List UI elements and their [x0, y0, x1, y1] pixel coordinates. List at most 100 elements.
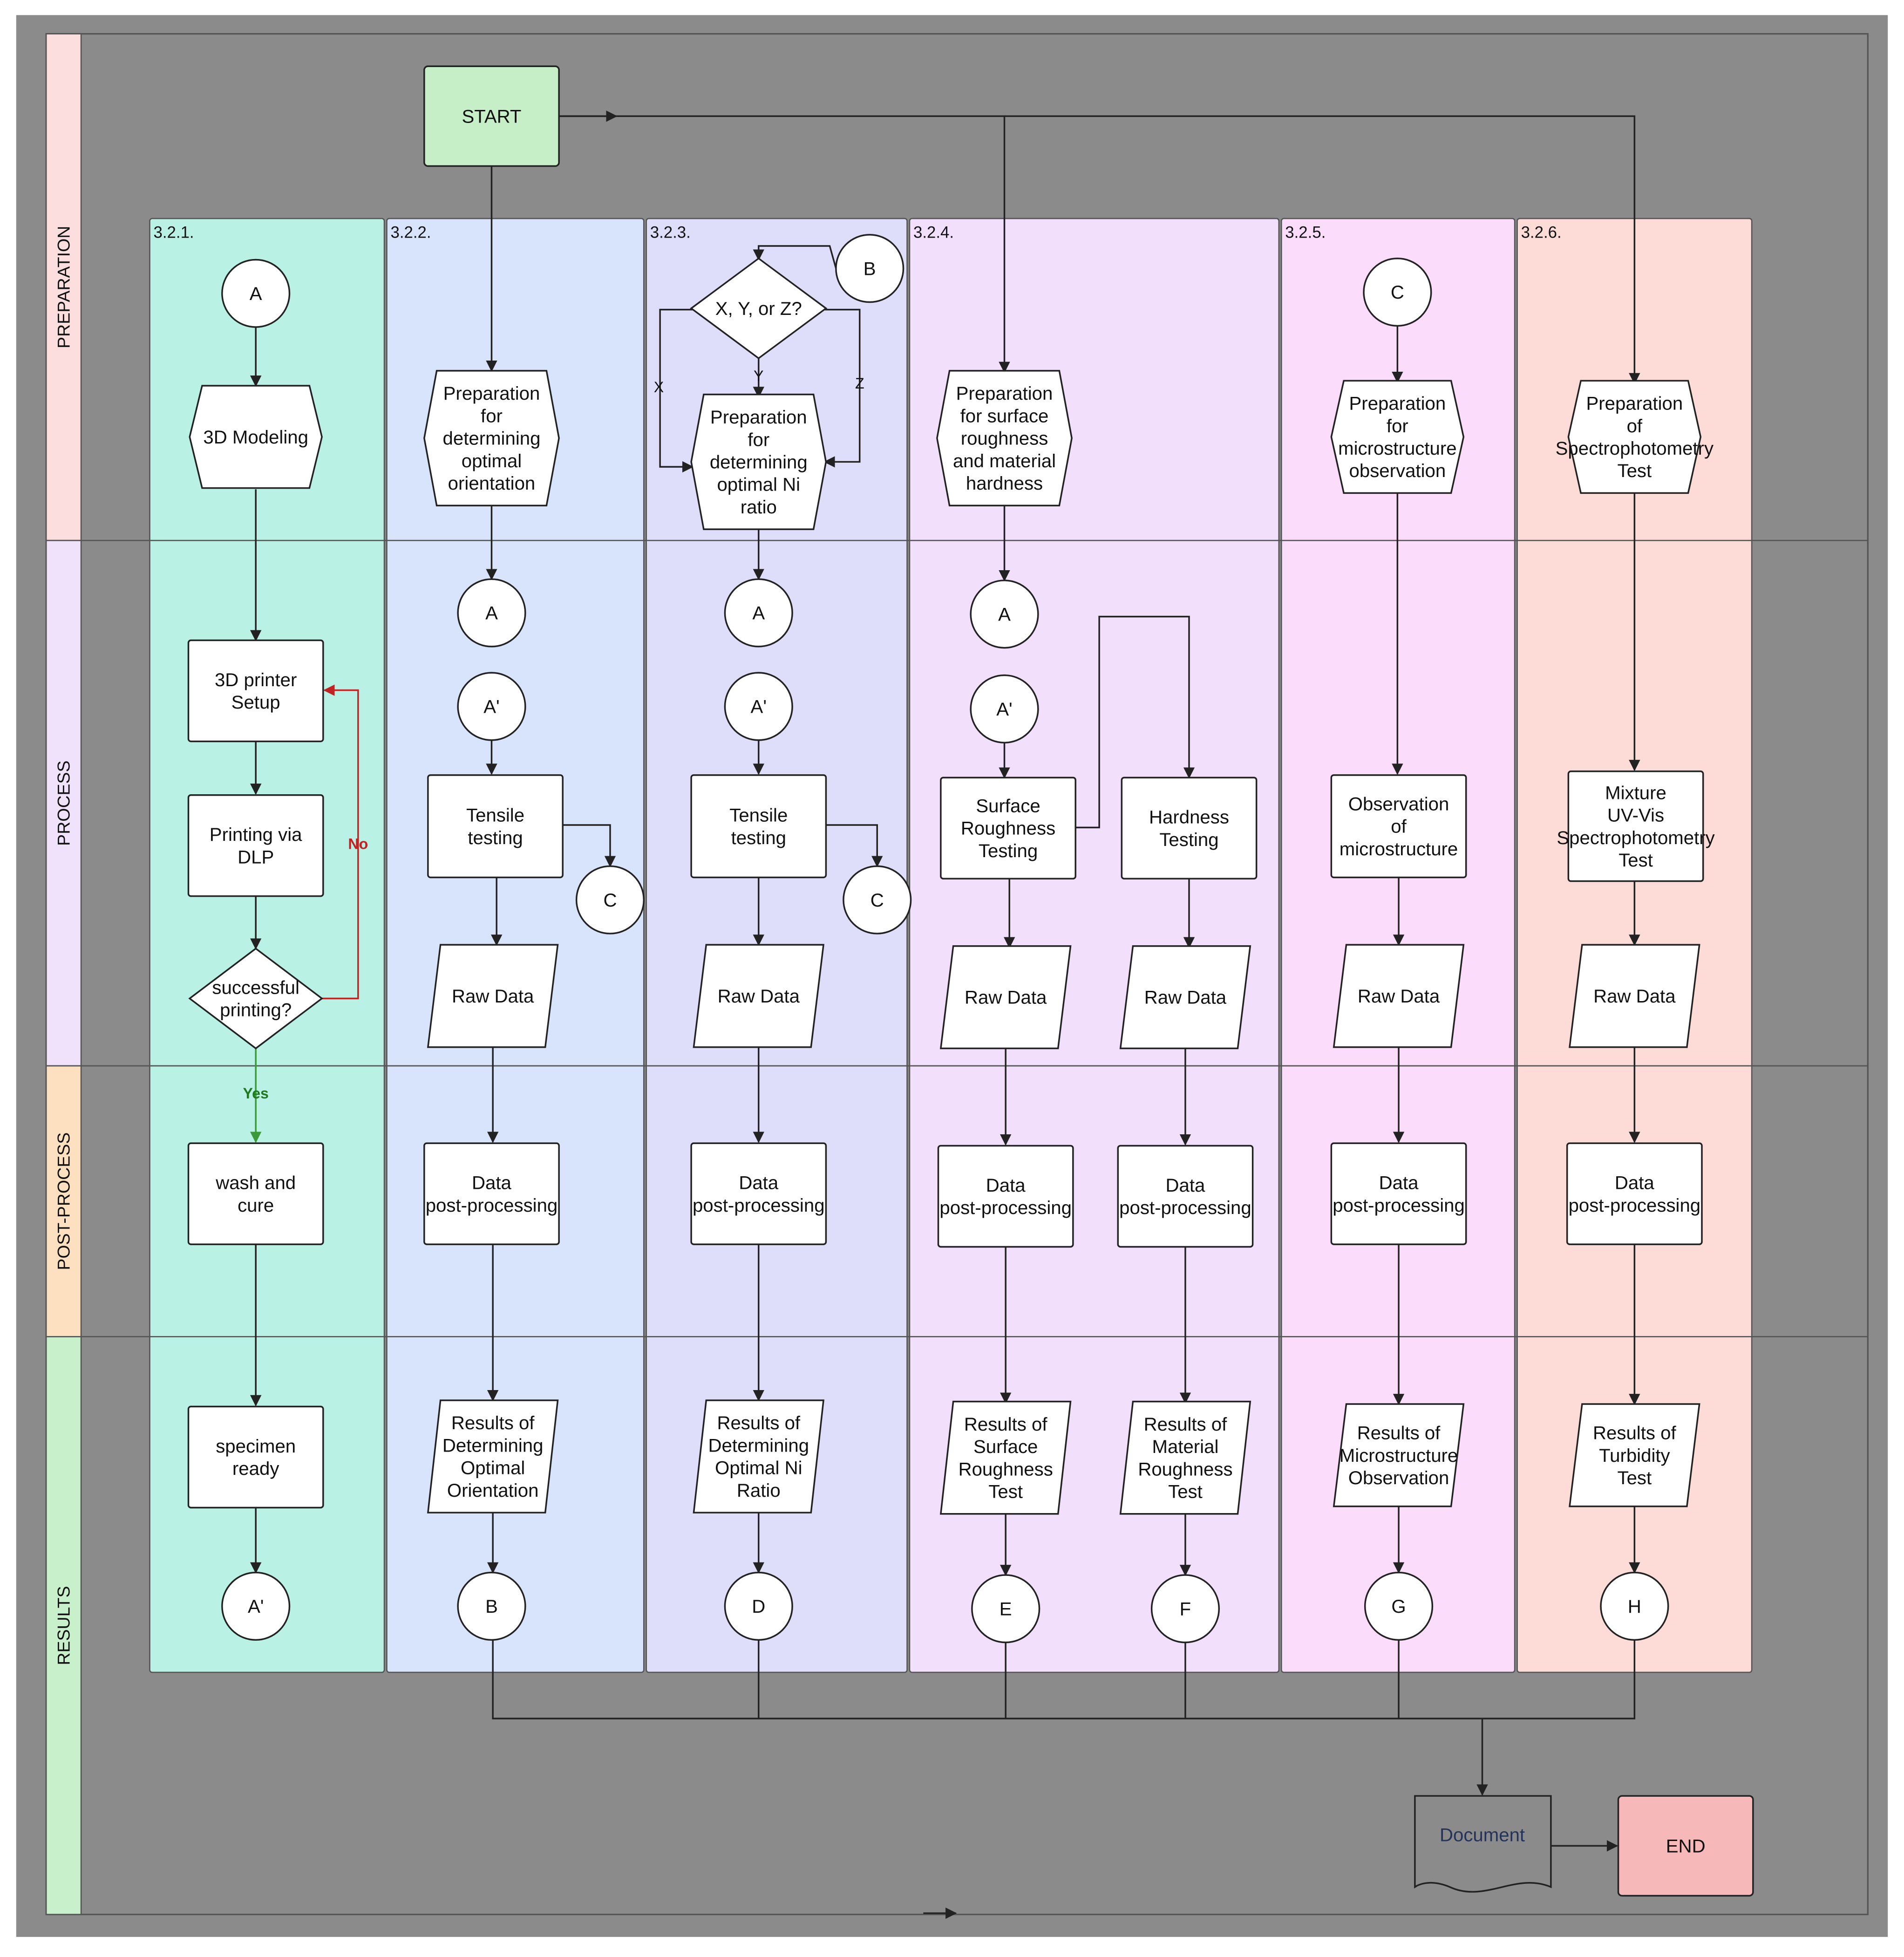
lane-title-line: RESULTS — [54, 1586, 74, 1665]
c1-decision-label-line: successful — [212, 977, 299, 998]
c1-wash-cure-label-line: cure — [238, 1195, 274, 1216]
c3-connector-b: B — [835, 234, 904, 303]
section-number: 3.2.2. — [390, 224, 431, 242]
edge-c3-x — [659, 308, 694, 473]
c2-prep-label-line: orientation — [448, 473, 536, 494]
c4-connector-f-shape — [1150, 1574, 1220, 1643]
c1-3d-modeling-label-line: 3D Modeling — [203, 427, 308, 448]
edge-label-no-line: No — [348, 835, 368, 852]
c6-raw-data-shape — [1569, 944, 1700, 1048]
c4-result-surface-label-line: Surface — [973, 1436, 1038, 1457]
c2-connector-b-shape — [457, 1571, 526, 1641]
c6-raw-data-label: Raw Data — [1593, 986, 1676, 1007]
c4-connector-a: A — [970, 580, 1039, 649]
c4-connector-e-shape — [971, 1574, 1040, 1643]
c2-prep-shape — [423, 370, 560, 506]
c1-decision-label-line: printing? — [220, 1000, 292, 1021]
c5-raw-data-label-line: Raw Data — [1358, 986, 1440, 1007]
c1-printing-dlp-shape — [187, 794, 324, 897]
lane-title-line: POST-PROCESS — [54, 1132, 74, 1270]
c4-hardness-test-label-line: Hardness — [1149, 807, 1229, 828]
c4-connector-a2: A' — [970, 674, 1039, 743]
c5-result-shape — [1333, 1403, 1465, 1507]
c4-result-hardness-label-line: Results of — [1144, 1414, 1227, 1435]
c1-wash-cure-label-line: wash and — [215, 1173, 296, 1193]
end-shape — [1617, 1795, 1754, 1897]
c3-tensile-shape — [690, 774, 827, 879]
c4-post-surface-label-line: post-processing — [939, 1197, 1072, 1218]
c3-prep-label-line: ratio — [741, 497, 777, 518]
lane-title: PREPARATION — [54, 226, 74, 348]
c2-post-label-line: post-processing — [426, 1195, 558, 1216]
start-label: START — [462, 106, 522, 127]
edge-collect-h — [1482, 1640, 1636, 1719]
c2-connector-a2: A' — [457, 672, 526, 741]
c4-post-hardness-label-line: post-processing — [1119, 1197, 1251, 1218]
c3-tensile-label-line: Tensile — [729, 805, 788, 826]
lane-title: POST-PROCESS — [54, 1132, 74, 1270]
document-label-line: Document — [1440, 1824, 1525, 1845]
c2-connector-a2-shape — [457, 672, 526, 741]
c2-connector-a-shape — [457, 578, 526, 648]
c4-connector-a2-label: A' — [996, 699, 1012, 720]
edge-start-col4 — [559, 115, 1010, 373]
c2-tensile-shape — [427, 774, 564, 879]
edge-c3-b-decision — [753, 245, 837, 269]
c2-prep-label-line: optimal — [462, 450, 522, 471]
edge-label-y: Y — [754, 368, 763, 384]
c5-connector-g-label: G — [1391, 1596, 1406, 1617]
section-background — [149, 218, 385, 1673]
end-label: END — [1666, 1835, 1706, 1856]
c3-decision-label-line: X, Y, or Z? — [715, 298, 802, 319]
c3-prep-label-line: determining — [710, 452, 808, 473]
edge-c3-test-c — [826, 824, 883, 867]
c5-prep-shape — [1330, 380, 1465, 494]
section-number-line: 3.2.4. — [913, 224, 954, 242]
c3-post-shape — [690, 1142, 827, 1245]
c5-connector-c-label: C — [1391, 282, 1404, 303]
c4-result-surface-label-line: Test — [988, 1481, 1023, 1502]
c1-connector-a-shape — [221, 259, 291, 328]
c3-connector-d: D — [724, 1571, 793, 1641]
c6-prep-label-line: of — [1627, 416, 1643, 436]
c1-specimen-ready-label-line: specimen — [216, 1436, 296, 1457]
c3-connector-a2: A' — [724, 672, 793, 741]
edge-label-y-line: Y — [754, 368, 763, 384]
c2-prep-label-line: Preparation — [443, 383, 540, 404]
c2-connector-b-label: B — [485, 1596, 498, 1617]
lane-process: PROCESS — [45, 539, 82, 1067]
c1-printer-setup-label-line: Setup — [231, 692, 280, 713]
document-node: Document — [1414, 1795, 1552, 1893]
c2-connector-b-label-line: B — [485, 1596, 498, 1617]
c4-prep-label-line: hardness — [966, 473, 1043, 494]
document-shape — [1414, 1795, 1552, 1893]
c3-connector-c-shape — [843, 865, 912, 934]
c6-mixture-test-label-line: UV-Vis — [1607, 805, 1664, 826]
c4-connector-a2-shape — [970, 674, 1039, 743]
document-label: Document — [1440, 1824, 1525, 1845]
c5-result-label-line: Results of — [1357, 1423, 1441, 1444]
edge-label-z: Z — [855, 375, 864, 392]
c6-result-shape — [1569, 1403, 1700, 1507]
c4-result-surface-label-line: Results of — [964, 1414, 1047, 1435]
c4-connector-f-label: F — [1180, 1598, 1191, 1619]
